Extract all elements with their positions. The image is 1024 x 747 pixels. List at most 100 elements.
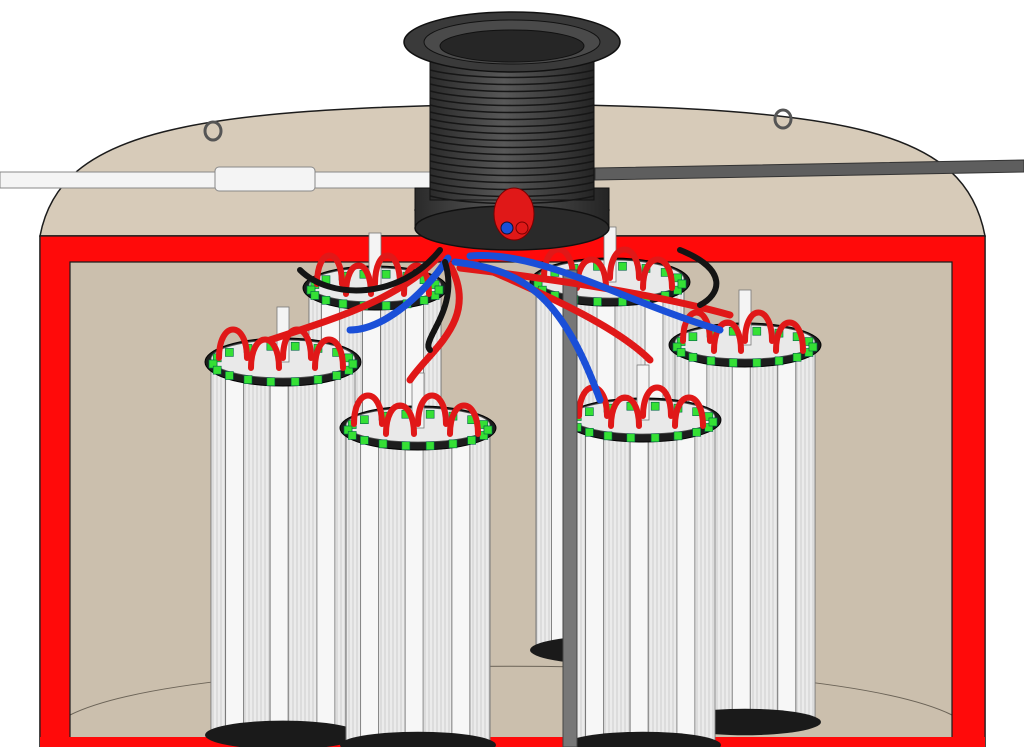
hose-red <box>406 261 463 384</box>
hose-loop <box>372 252 403 287</box>
collector-rib <box>429 132 595 142</box>
collector-rib <box>429 153 595 163</box>
collector-rib <box>429 146 595 156</box>
hose-loop <box>383 402 417 437</box>
hose-clamp <box>792 352 802 362</box>
hose-clamp <box>708 417 718 427</box>
hose-clamp <box>266 377 276 387</box>
support-column <box>404 427 424 746</box>
support-column <box>676 419 696 746</box>
support-column <box>360 427 380 746</box>
hose-clamp <box>728 358 738 368</box>
hose-clamp <box>360 435 369 445</box>
hose-blue <box>346 254 452 334</box>
hose-clamp <box>692 427 701 437</box>
hose-clamp <box>706 356 716 366</box>
hose-clamp <box>688 332 698 342</box>
hose-red <box>456 264 734 319</box>
hose-clamp <box>347 431 357 440</box>
hose-clamp <box>688 352 698 362</box>
hose-clamp <box>593 297 602 307</box>
hose-clamp <box>650 433 660 443</box>
hose-loop <box>447 402 481 437</box>
hose-loop <box>351 392 385 427</box>
hose-loop <box>672 394 706 429</box>
hose-loop <box>216 326 250 361</box>
cutaway-frame <box>39 235 986 747</box>
hose-clamp <box>348 359 358 369</box>
outlet-pipe <box>594 159 1024 181</box>
hose-loop <box>711 319 744 354</box>
collector-rib <box>429 97 595 107</box>
hose-clamp <box>381 301 391 311</box>
hose-clamp <box>321 295 331 305</box>
hose-clamp <box>225 348 234 357</box>
support-column <box>731 344 751 723</box>
hose-clamp <box>603 431 613 441</box>
hose-clamp <box>677 279 687 289</box>
hose-clamp <box>448 439 458 449</box>
collector-rib <box>429 90 595 100</box>
collector-rib <box>429 125 595 135</box>
support-column <box>585 419 605 746</box>
hose-loop <box>314 252 345 287</box>
hose-loop <box>680 309 713 344</box>
lifting-eye-right <box>773 108 793 130</box>
cutaway-frame-base <box>40 737 985 747</box>
hose-clamp <box>290 377 300 387</box>
tank-floor-curve <box>69 665 953 716</box>
hose-loop <box>640 384 674 419</box>
collector-rib <box>429 104 595 114</box>
hose-clamp <box>676 348 686 357</box>
hose-loop <box>640 256 675 291</box>
hose-clamp <box>585 407 594 417</box>
module-base-plate <box>565 731 721 747</box>
hose-red <box>266 251 444 344</box>
hose-clamp <box>381 269 391 279</box>
hose-clamp <box>618 261 627 271</box>
hose-loop <box>415 392 449 427</box>
collector-rib <box>429 69 595 79</box>
collector-rib <box>429 76 595 86</box>
hose-loop <box>607 246 642 281</box>
collector-rib <box>429 118 595 128</box>
hose-clamp <box>313 375 323 384</box>
hose-clamp <box>752 358 762 368</box>
hose-clamp <box>483 425 493 435</box>
support-column <box>451 427 471 746</box>
module-base-plate <box>340 731 496 747</box>
module-front-left <box>204 306 362 747</box>
manifold-collector-icon <box>403 11 621 251</box>
collector-rib <box>429 139 595 149</box>
hose-clamp <box>378 439 388 449</box>
hose-black <box>677 247 720 308</box>
membrane-modules <box>204 226 822 747</box>
support-column <box>629 419 649 746</box>
collector-fitting <box>493 187 535 241</box>
hose-blue <box>466 252 724 334</box>
hose-clamp <box>212 365 222 375</box>
module-front-right <box>564 364 722 747</box>
hose-clamp <box>338 299 348 309</box>
hose-clamp <box>467 435 476 445</box>
hoses <box>266 247 734 404</box>
hose-loop <box>312 336 346 371</box>
support-column <box>777 344 797 723</box>
collector-rib <box>429 160 595 170</box>
central-pipe <box>562 269 578 747</box>
collector-rib <box>429 174 595 184</box>
module-base-plate <box>205 720 361 747</box>
lifting-eye-left <box>203 120 223 142</box>
hose-clamp <box>774 356 784 366</box>
hose-clamp <box>332 371 341 380</box>
hose-loop <box>343 262 374 297</box>
hose-clamp <box>808 342 818 352</box>
hose-clamp <box>290 341 300 351</box>
hose-black <box>425 259 452 353</box>
hose-clamp <box>225 371 234 380</box>
hose-black <box>297 247 443 294</box>
hose-loop <box>773 319 806 354</box>
module-center-left <box>339 372 497 747</box>
hose-blue <box>451 258 604 404</box>
collector-rib <box>429 83 595 93</box>
